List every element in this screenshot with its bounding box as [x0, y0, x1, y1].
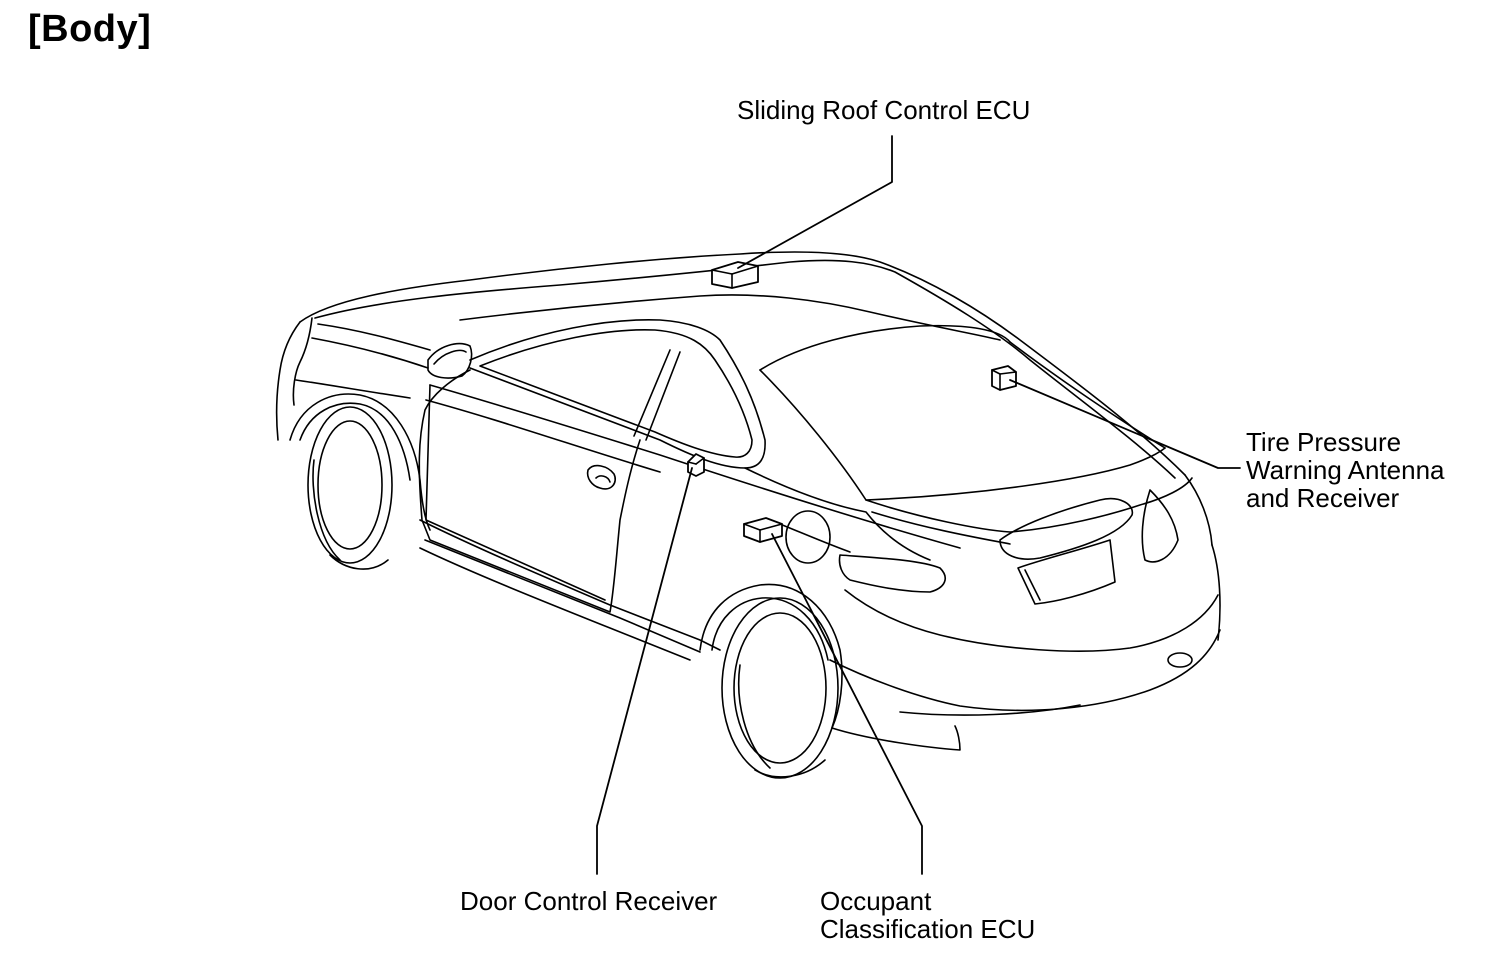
label-line-2: Warning Antenna	[1246, 455, 1445, 485]
car-outline	[275, 251, 1221, 779]
label-text: Sliding Roof Control ECU	[737, 95, 1031, 125]
label-line-2: Classification ECU	[820, 914, 1036, 944]
sliding-roof-ecu-box	[711, 261, 759, 289]
occupant-classification-ecu-box	[743, 517, 783, 543]
section-title: [Body]	[28, 8, 152, 50]
label-line-3: and Receiver	[1246, 483, 1400, 513]
label-line-1: Occupant	[820, 886, 932, 916]
label-occupant-classification-ecu: Occupant Classification ECU	[820, 887, 1035, 943]
tire-pressure-receiver-box	[991, 365, 1017, 391]
leader-line-tire-pressure	[1009, 379, 1241, 469]
leader-line-occupant-ecu	[771, 533, 923, 875]
leader-line-door-receiver	[596, 467, 693, 875]
leader-line-sliding-roof	[737, 135, 893, 269]
label-text: Door Control Receiver	[460, 886, 718, 916]
label-line-1: Tire Pressure	[1246, 427, 1402, 457]
label-tire-pressure-warning-antenna: Tire Pressure Warning Antenna and Receiv…	[1246, 428, 1445, 512]
label-door-control-receiver: Door Control Receiver	[460, 887, 717, 915]
label-sliding-roof-control-ecu: Sliding Roof Control ECU	[737, 96, 1030, 124]
